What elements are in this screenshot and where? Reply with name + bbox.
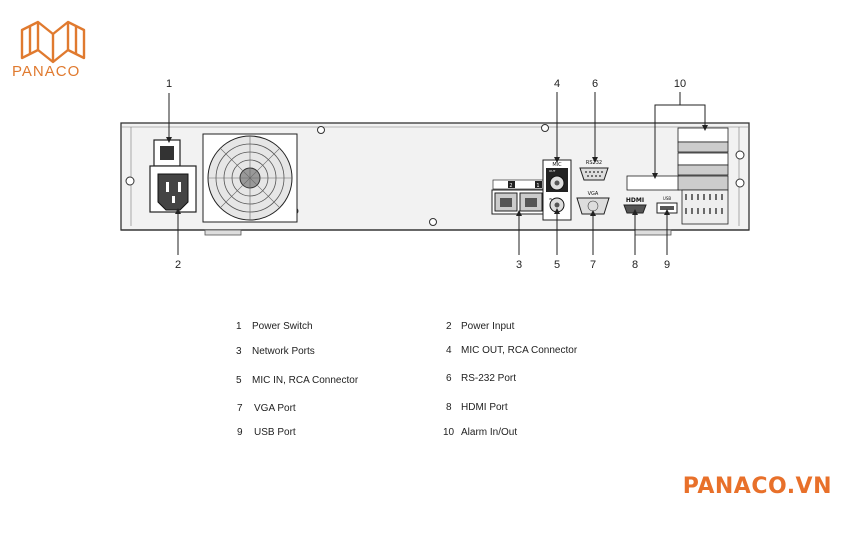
leader-lines (168, 92, 706, 255)
callout-7: 7 (589, 259, 597, 271)
legend-num-5: 5 (236, 375, 242, 386)
callout-5: 5 (553, 259, 561, 271)
callout-8: 8 (631, 259, 639, 271)
legend-num-10: 10 (443, 427, 455, 438)
legend-num-4: 4 (446, 345, 452, 356)
rs232-label: RS232 (586, 160, 602, 166)
callout-10: 10 (673, 78, 687, 90)
callout-9: 9 (663, 259, 671, 271)
mic-out-label: OUT (549, 169, 556, 173)
legend-label-2: Power Input (461, 321, 515, 332)
callout-6: 6 (591, 78, 599, 90)
net-label-2: 2 (509, 183, 512, 189)
legend-num-1: 1 (236, 321, 242, 332)
legend-label-4: MIC OUT, RCA Connector (461, 345, 578, 356)
callout-4: 4 (553, 78, 561, 90)
mic-in-label: IN (549, 197, 552, 201)
legend-num-3: 3 (236, 346, 242, 357)
rs232-port (579, 167, 609, 181)
brand-footer: PANACO.VN (682, 474, 832, 499)
hdmi-label: HDMI (626, 197, 644, 204)
legend-label-6: RS-232 Port (461, 373, 517, 384)
vga-label: VGA (588, 191, 599, 197)
legend-label-9: USB Port (254, 427, 296, 438)
legend-num-8: 8 (446, 402, 452, 413)
network-ports (491, 179, 547, 215)
callout-3: 3 (515, 259, 523, 271)
mic-label: MIC (552, 162, 562, 168)
legend-label-7: VGA Port (254, 403, 296, 414)
legend-num-2: 2 (446, 321, 452, 332)
logo-text: PANACO (12, 63, 81, 80)
legend-num-9: 9 (237, 427, 243, 438)
legend-label-1: Power Switch (252, 321, 313, 332)
alarm-terminals (626, 127, 729, 225)
legend-label-10: Alarm In/Out (461, 427, 518, 438)
legend-label-8: HDMI Port (461, 402, 508, 413)
net-label-1: 1 (536, 183, 539, 189)
mic-block (542, 159, 572, 221)
power-switch (153, 139, 181, 167)
legend-label-3: Network Ports (252, 346, 315, 357)
legend-num-7: 7 (237, 403, 243, 414)
power-input (149, 165, 197, 213)
panaco-logo-icon (20, 20, 86, 64)
callout-1: 1 (165, 78, 173, 90)
callout-2: 2 (174, 259, 182, 271)
legend-label-5: MIC IN, RCA Connector (252, 375, 359, 386)
nvr-back-panel: MIC OUT IN RS232 VGA HDMI USB 2 1 (120, 92, 750, 255)
legend-num-6: 6 (446, 373, 452, 384)
fan-grille (202, 133, 298, 223)
usb-label: USB (663, 196, 671, 201)
